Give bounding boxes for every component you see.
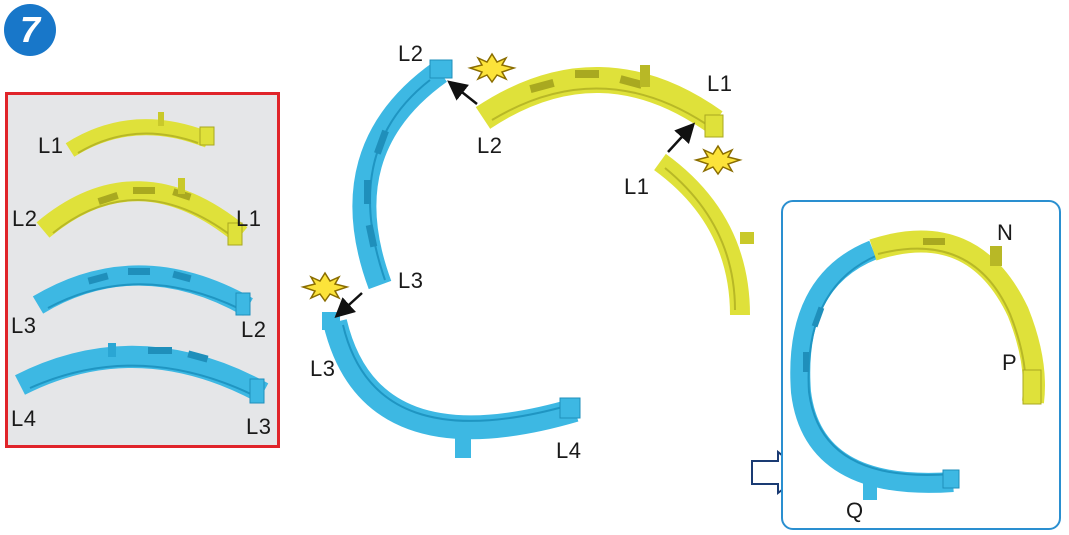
assembly-label-l2-mid: L2 <box>477 133 503 158</box>
assembly-label-l1-mid: L1 <box>624 174 650 199</box>
part-piece-4 <box>15 343 269 404</box>
step-badge: 7 <box>3 3 57 57</box>
blue-lower-arc <box>322 312 581 458</box>
part-piece-2 <box>36 178 248 246</box>
blue-upper-arc <box>352 59 453 290</box>
assembly-label-l3-upper: L3 <box>398 268 424 293</box>
part-2-left-label: L2 <box>12 206 38 231</box>
part-4-right-label: L3 <box>246 414 272 439</box>
step-number: 7 <box>19 9 41 50</box>
part-3-left-label: L3 <box>11 313 37 338</box>
click-burst-2 <box>693 144 743 176</box>
result-label-n: N <box>997 220 1014 245</box>
parts-panel-pieces <box>15 112 269 404</box>
assembly-label-l1-top: L1 <box>707 71 733 96</box>
part-4-left-label: L4 <box>11 406 37 431</box>
assembly-label-l2-top: L2 <box>398 41 424 66</box>
part-piece-1 <box>65 112 215 157</box>
parts-panel: L1 L2 L1 L3 L2 L4 L3 <box>5 92 280 448</box>
result-label-p: P <box>1002 350 1018 375</box>
arrow-1 <box>447 80 478 105</box>
assembly-label-l3-lower: L3 <box>310 356 336 381</box>
part-1-left-label: L1 <box>38 133 64 158</box>
click-burst-3 <box>300 271 350 303</box>
assembly-label-l4: L4 <box>556 438 582 463</box>
part-2-right-label: L1 <box>236 206 262 231</box>
yellow-upper-arc <box>475 65 724 138</box>
click-burst-1 <box>467 52 517 84</box>
part-piece-3 <box>32 265 253 316</box>
arrow-2 <box>667 122 696 153</box>
result-label-q: Q <box>846 498 864 523</box>
step-badge-circle <box>4 4 56 56</box>
yellow-lower-piece <box>654 153 754 316</box>
part-3-right-label: L2 <box>241 317 267 342</box>
result-ring <box>790 230 1045 500</box>
result-panel: N P Q <box>781 200 1061 530</box>
arrow-3 <box>334 292 363 319</box>
